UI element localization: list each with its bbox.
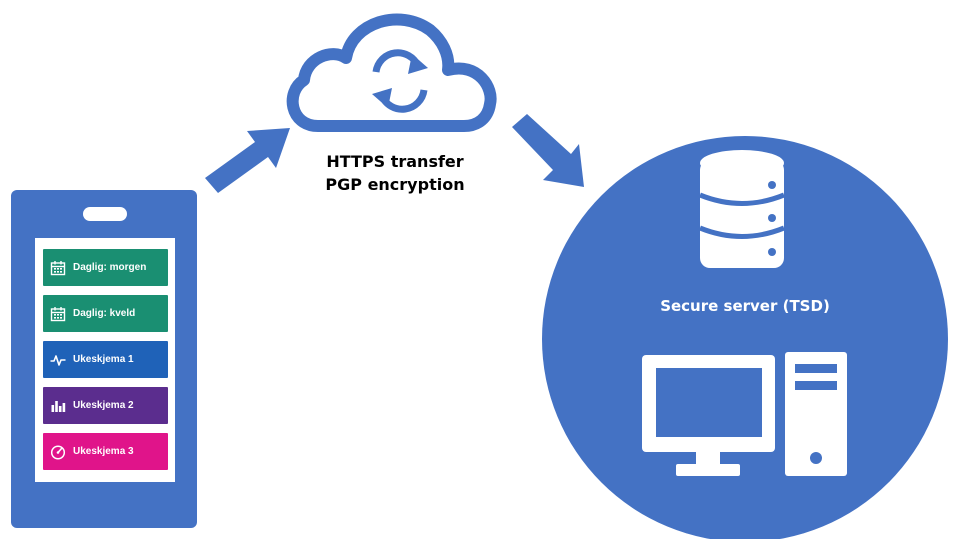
- app-button-label: Ukeskjema 2: [73, 400, 134, 411]
- desktop-computer-icon: [642, 352, 847, 476]
- transfer-protocol-label: HTTPS transfer: [326, 152, 464, 171]
- bar-chart-icon: [50, 398, 66, 414]
- database-icon: [699, 150, 785, 268]
- calendar-icon: [50, 306, 66, 322]
- server-label: Secure server (TSD): [660, 297, 830, 315]
- app-button-ukeskjema-1[interactable]: Ukeskjema 1: [43, 341, 168, 378]
- calendar-icon: [50, 260, 66, 276]
- pulse-icon: [50, 352, 66, 368]
- app-button-daglig-kveld[interactable]: Daglig: kveld: [43, 295, 168, 332]
- app-button-label: Ukeskjema 1: [73, 354, 134, 365]
- gauge-icon: [50, 444, 66, 460]
- phone-speaker: [83, 207, 127, 221]
- arrow-to-cloud: [205, 128, 290, 193]
- app-button-ukeskjema-2[interactable]: Ukeskjema 2: [43, 387, 168, 424]
- arrow-to-server: [512, 114, 584, 187]
- app-button-ukeskjema-3[interactable]: Ukeskjema 3: [43, 433, 168, 470]
- app-button-label: Daglig: kveld: [73, 308, 136, 319]
- encryption-label: PGP encryption: [325, 175, 465, 194]
- app-button-label: Ukeskjema 3: [73, 446, 134, 457]
- app-button-daglig-morgen[interactable]: Daglig: morgen: [43, 249, 168, 286]
- cloud-sync-icon: [286, 13, 497, 132]
- app-button-label: Daglig: morgen: [73, 262, 147, 273]
